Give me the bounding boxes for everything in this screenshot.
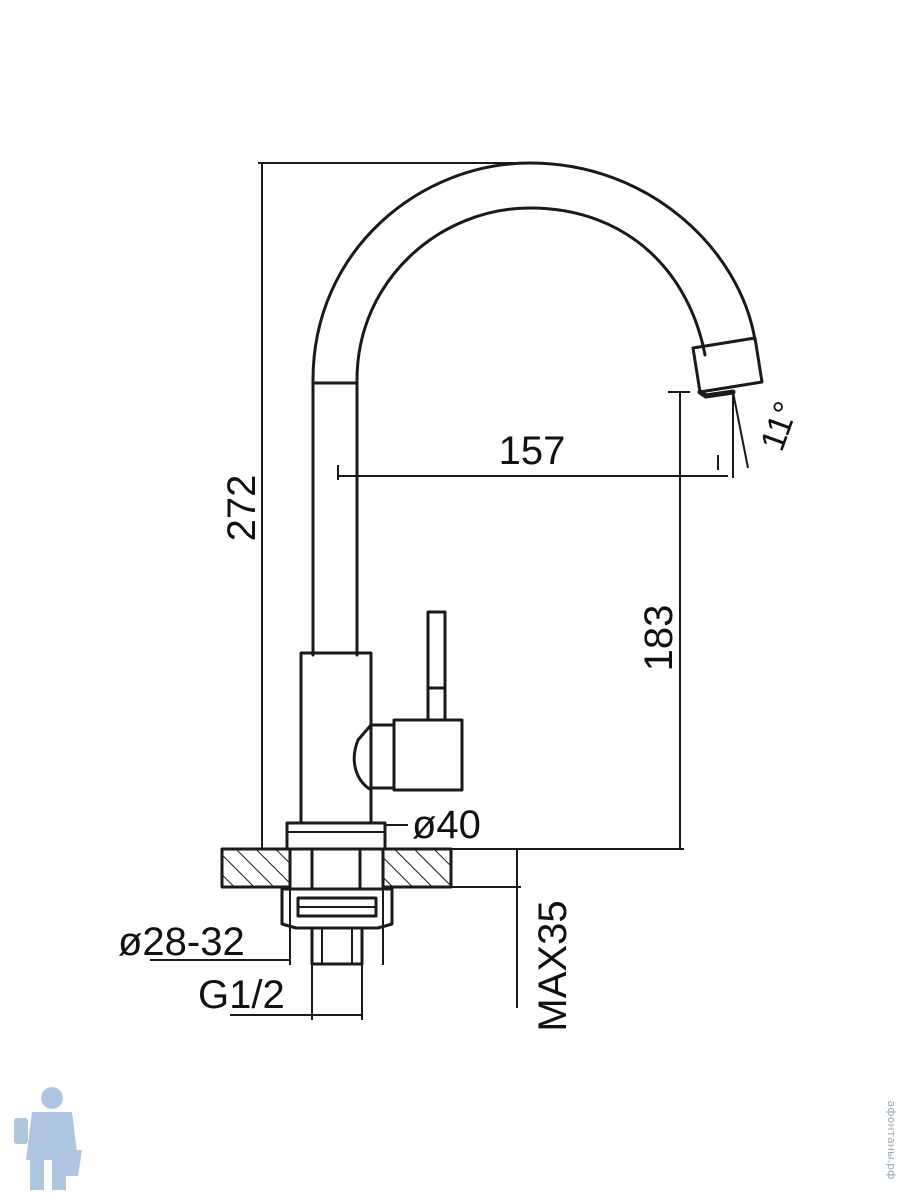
spout-outer-curve <box>311 161 757 657</box>
countertop-left <box>220 847 292 889</box>
dim-28-32-label: ø28-32 <box>118 920 245 964</box>
handle-neck <box>352 723 373 792</box>
lever-handle <box>426 610 447 722</box>
plumber-icon <box>14 1087 82 1190</box>
aerator-tip-2 <box>703 389 736 399</box>
threaded-connector <box>310 926 364 966</box>
dim-40-label: ø40 <box>412 803 481 847</box>
dim-157-label: 157 <box>499 429 566 473</box>
mounting-nut <box>280 887 394 930</box>
watermark-site: афонтаны.рф <box>885 1101 898 1180</box>
dim-angle-label: 11° <box>753 397 805 456</box>
handle-cartridge <box>392 718 464 792</box>
countertop-right <box>381 847 453 889</box>
aerator <box>691 336 764 394</box>
dim-g12-label: G1/2 <box>198 973 285 1017</box>
dim-max35-label: MAX35 <box>531 900 575 1031</box>
base-ring <box>285 821 387 851</box>
dim-272-label: 272 <box>220 475 264 542</box>
dim-angle-line-2 <box>732 391 749 469</box>
spout-inner-curve <box>355 206 707 657</box>
dim-183-label: 183 <box>637 605 681 672</box>
mounting-shank <box>310 847 362 891</box>
